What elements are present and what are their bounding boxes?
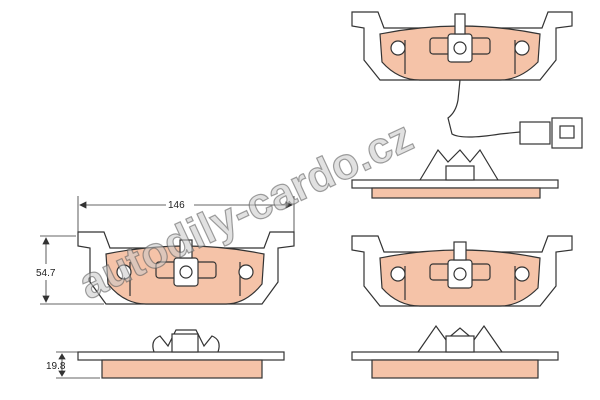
pad-side-view-right bbox=[351, 324, 559, 379]
side-friction-layer bbox=[101, 359, 263, 379]
pad-front-view-with-sensor bbox=[351, 11, 583, 149]
mounting-hole-left bbox=[116, 264, 132, 280]
mounting-hole-right bbox=[238, 264, 254, 280]
pad-side-view-left bbox=[77, 329, 285, 379]
side-clip bbox=[417, 324, 503, 353]
sensor-wire bbox=[447, 79, 521, 138]
side-friction-layer bbox=[371, 187, 541, 199]
side-clip-base bbox=[445, 335, 475, 353]
mounting-hole-right bbox=[514, 40, 530, 56]
height-dimension-label: 54.7 bbox=[36, 268, 56, 279]
thickness-dimension-label: 19.8 bbox=[46, 361, 66, 372]
width-dimension-label: 146 bbox=[168, 200, 185, 211]
pad-side-view-top bbox=[351, 148, 559, 199]
clip-tab bbox=[179, 239, 193, 259]
mounting-hole-left bbox=[390, 266, 406, 282]
side-backing-plate bbox=[77, 351, 285, 361]
clip-bolt bbox=[179, 265, 193, 279]
thickness-dimension bbox=[56, 351, 100, 379]
sensor-connector bbox=[519, 121, 551, 145]
side-friction-layer bbox=[371, 359, 539, 379]
side-backing-plate bbox=[351, 351, 559, 361]
clip-bolt bbox=[453, 267, 467, 281]
width-dimension bbox=[77, 196, 295, 232]
side-clip bbox=[152, 329, 220, 353]
side-clip-base bbox=[171, 333, 199, 353]
pad-front-view-second bbox=[351, 235, 573, 307]
side-backing-plate bbox=[351, 179, 559, 189]
mounting-hole-left bbox=[390, 40, 406, 56]
side-clip-base bbox=[445, 165, 475, 181]
side-clip bbox=[419, 148, 499, 181]
height-dimension bbox=[40, 235, 104, 305]
clip-bolt bbox=[453, 41, 467, 55]
mounting-hole-right bbox=[514, 266, 530, 282]
sensor-connector-slot bbox=[559, 125, 575, 139]
clip-tab bbox=[453, 241, 467, 261]
pad-front-view-dimensioned bbox=[77, 231, 295, 305]
clip-tab bbox=[454, 13, 466, 35]
